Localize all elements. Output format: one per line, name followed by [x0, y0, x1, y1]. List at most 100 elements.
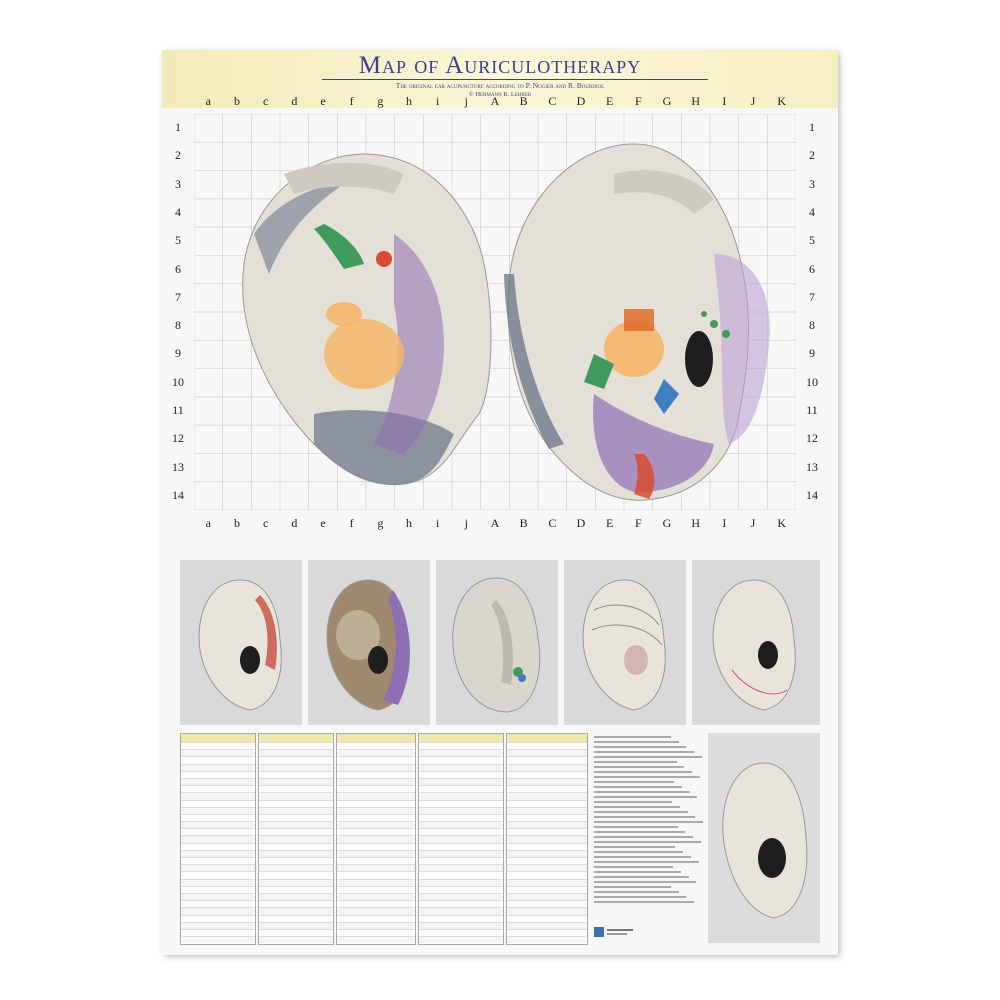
text-line — [594, 901, 695, 903]
text-line — [594, 811, 688, 813]
table-row — [181, 892, 255, 901]
table-row — [259, 828, 333, 835]
table-row — [507, 777, 587, 786]
table-row — [419, 799, 503, 807]
table-row — [507, 792, 587, 800]
table-row — [507, 763, 587, 771]
column-label: B — [519, 516, 528, 530]
table-row — [181, 871, 255, 878]
table-row — [181, 792, 255, 800]
column-label: E — [605, 516, 614, 530]
table-row — [337, 907, 415, 915]
table-row — [259, 799, 333, 807]
table-row — [419, 785, 503, 792]
table-row — [181, 799, 255, 807]
column-label: b — [234, 516, 240, 530]
row-label: 7 — [175, 289, 181, 304]
text-line — [594, 806, 680, 808]
table-row — [337, 770, 415, 778]
poster-subtitle: The original ear acupuncture according t… — [395, 81, 605, 90]
table-row — [507, 799, 587, 807]
row-label: 10 — [172, 374, 184, 389]
column-label: e — [320, 94, 326, 108]
table-row — [259, 842, 333, 850]
text-line — [594, 791, 690, 793]
table-row — [337, 857, 415, 864]
row-label: 9 — [175, 346, 181, 361]
table-header — [419, 734, 503, 742]
column-label: I — [722, 516, 727, 530]
table-row — [181, 828, 255, 835]
column-label: a — [205, 516, 211, 530]
text-line — [594, 891, 679, 893]
text-line — [594, 746, 687, 748]
table-row — [419, 885, 503, 893]
row-label: 13 — [172, 459, 184, 474]
table-row — [419, 821, 503, 829]
table-row — [259, 770, 333, 778]
table-peripheral-nervous — [336, 733, 416, 945]
table-row — [419, 777, 503, 786]
column-label: K — [777, 94, 786, 108]
row-label: 5 — [809, 233, 815, 248]
table-row — [259, 878, 333, 886]
panel-ear-1 — [180, 560, 302, 725]
table-row — [181, 928, 255, 936]
table-row — [259, 871, 333, 878]
column-label: A — [490, 94, 500, 108]
row-label: 2 — [809, 148, 815, 163]
table-row — [507, 921, 587, 929]
text-line — [594, 786, 682, 788]
table-row — [419, 936, 503, 944]
table-row — [181, 756, 255, 763]
table-row — [181, 907, 255, 915]
row-label: 12 — [172, 431, 184, 446]
table-row — [259, 921, 333, 929]
text-line — [594, 771, 692, 773]
title-underline — [322, 79, 708, 80]
main-ear-map-grid — [194, 114, 796, 510]
table-row — [337, 849, 415, 857]
text-line — [594, 841, 701, 843]
table-psychological — [506, 733, 588, 945]
text-line — [594, 816, 696, 818]
left-ear-illustration — [242, 153, 492, 486]
table-row — [419, 806, 503, 814]
publisher-logo — [594, 927, 633, 937]
table-row — [507, 936, 587, 944]
table-row — [507, 885, 587, 893]
column-label: j — [464, 94, 468, 108]
row-label: 5 — [175, 233, 181, 248]
column-label: J — [750, 94, 756, 108]
column-label: K — [777, 516, 786, 530]
table-row — [181, 857, 255, 864]
text-line — [594, 761, 677, 763]
column-label: d — [291, 516, 298, 530]
table-row — [419, 742, 503, 749]
table-row — [181, 749, 255, 757]
table-row — [419, 763, 503, 771]
row-label: 14 — [806, 487, 818, 502]
table-row — [181, 914, 255, 922]
text-line — [594, 796, 698, 798]
table-row — [259, 777, 333, 786]
table-row — [507, 821, 587, 829]
text-line — [594, 881, 697, 883]
column-label: j — [464, 516, 468, 530]
text-line — [594, 801, 673, 803]
table-row — [419, 878, 503, 886]
table-row — [419, 813, 503, 821]
row-label: 4 — [175, 205, 181, 219]
table-row — [337, 871, 415, 878]
table-row — [507, 864, 587, 872]
panel-ear-5 — [692, 560, 820, 725]
small-ear-illustration — [326, 579, 410, 711]
table-row — [181, 864, 255, 872]
row-label: 3 — [809, 176, 815, 191]
table-row — [259, 864, 333, 872]
table-row — [419, 835, 503, 843]
row-label: 4 — [809, 205, 815, 219]
table-row — [259, 885, 333, 893]
table-row — [419, 828, 503, 835]
column-label: i — [435, 94, 440, 108]
